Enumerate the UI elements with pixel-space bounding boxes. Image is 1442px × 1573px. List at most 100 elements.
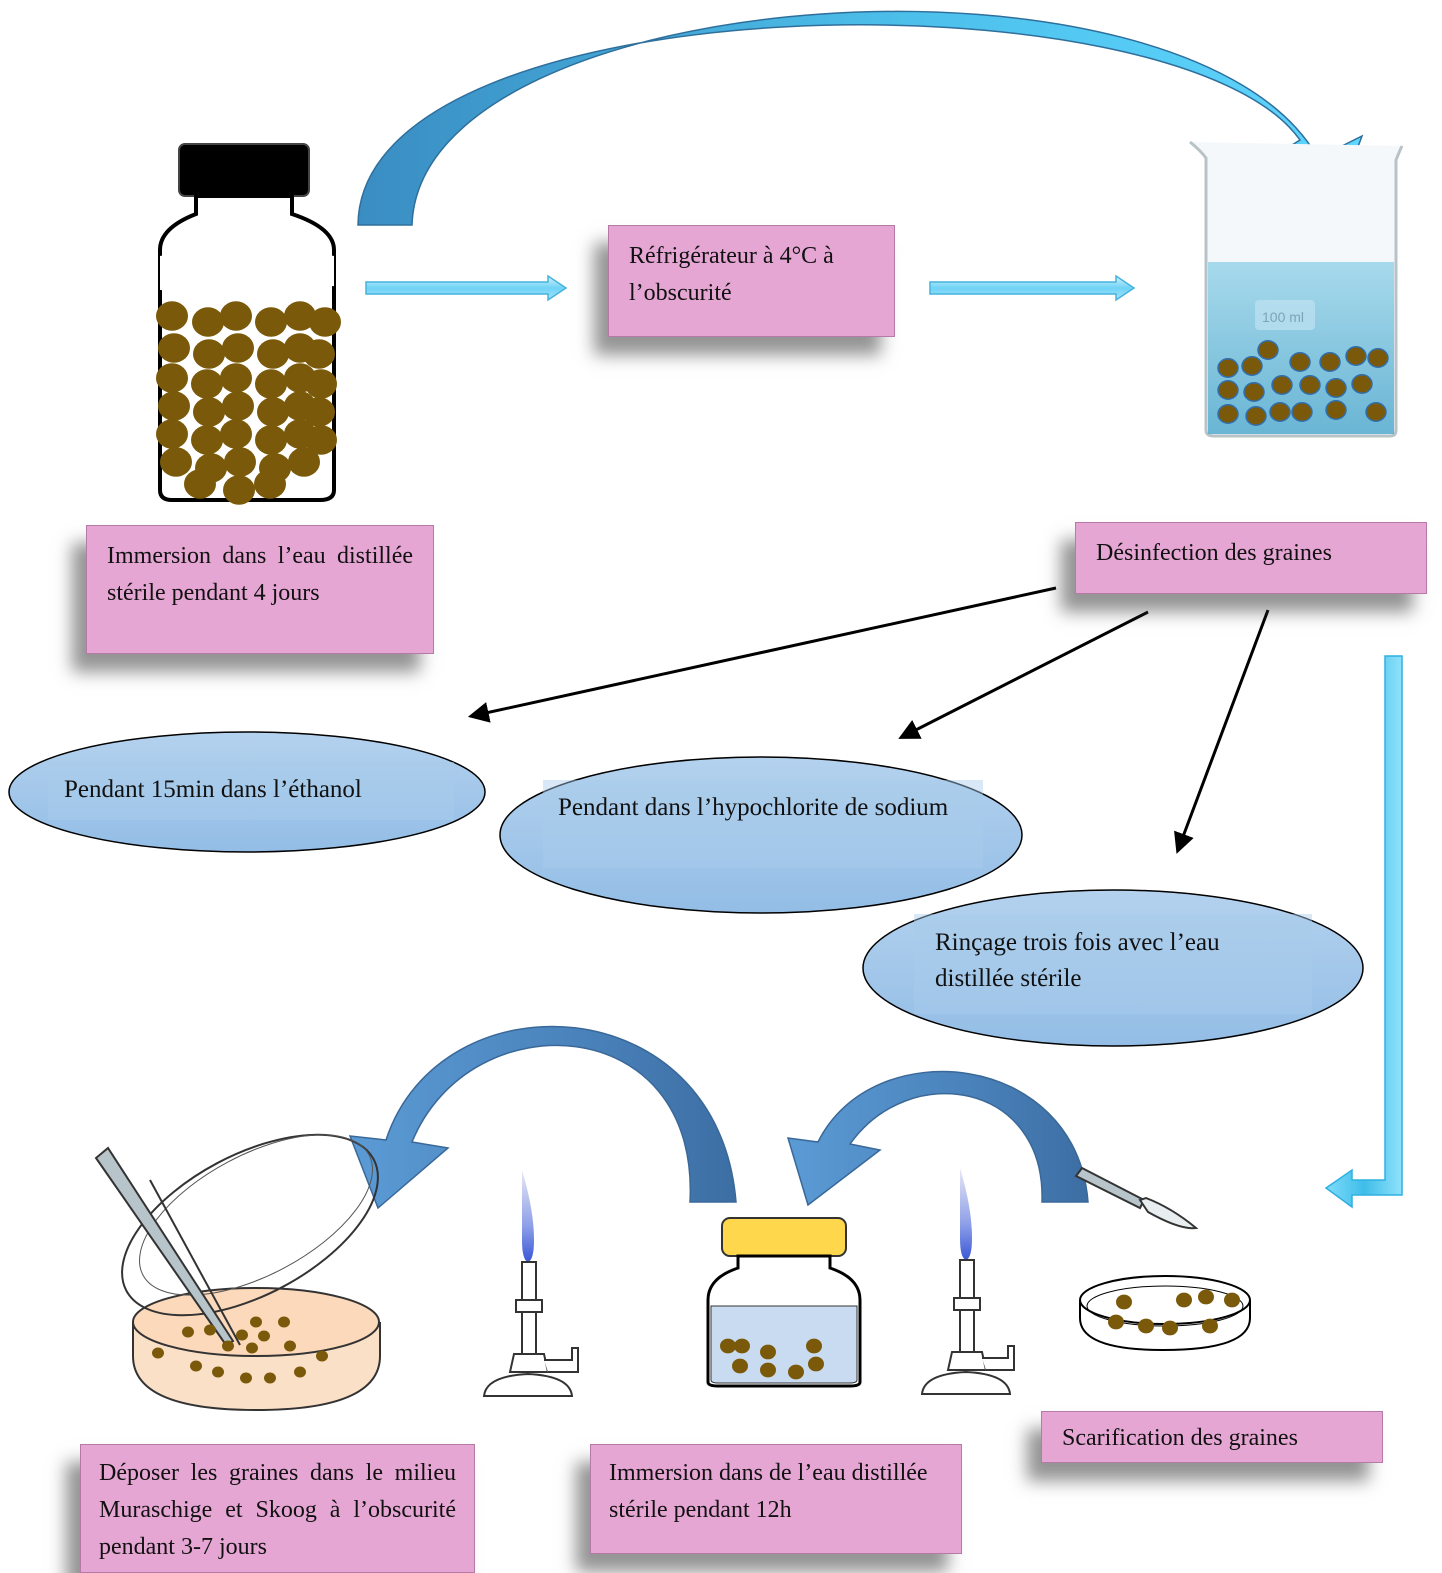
arrow-fridge-to-beaker [929, 274, 1136, 302]
seed [1365, 402, 1387, 422]
bunsen-burner-right [920, 1168, 1015, 1395]
seed [788, 1364, 804, 1380]
immersion-4days-box: Immersion dans l’eau distillée stérile p… [86, 525, 434, 654]
seed [1257, 340, 1279, 360]
seed [1243, 382, 1265, 402]
seed [1289, 352, 1311, 372]
seed [255, 425, 287, 455]
seed [255, 307, 287, 337]
seed [278, 1316, 290, 1328]
scalpel [1074, 1166, 1199, 1230]
seed [1345, 346, 1367, 366]
seed [1367, 348, 1389, 368]
hypochlorite-step-text: Pendant dans l’hypochlorite de sodium [558, 794, 949, 821]
seed [806, 1338, 822, 1354]
arrow-bottle-to-fridge [365, 274, 568, 302]
right-l-arrow [1324, 655, 1403, 1209]
seed [240, 1372, 252, 1384]
ethanol-step-text: Pendant 15min dans l’éthanol [64, 776, 362, 803]
seed [732, 1358, 748, 1374]
seed [1162, 1320, 1178, 1336]
seed [257, 339, 289, 369]
ellipse-ethanol [8, 731, 486, 853]
seed [1299, 375, 1321, 395]
seed [254, 469, 286, 499]
immersion-12h-box: Immersion dans de l’eau distillée stéril… [590, 1444, 962, 1554]
seed [760, 1344, 776, 1360]
seed [1269, 402, 1291, 422]
seed [303, 397, 335, 427]
seed [1245, 406, 1267, 426]
bottom-curved-arrow-right [786, 1070, 1089, 1207]
rinse-step-text: Rinçage trois fois avec l’eau distillée … [935, 929, 1220, 992]
seed [1271, 375, 1293, 395]
scarification-box: Scarification des graines [1041, 1411, 1383, 1463]
seed-bottle [156, 143, 341, 505]
seed [288, 447, 320, 477]
seed [193, 339, 225, 369]
seed [284, 1340, 296, 1352]
seed [220, 363, 252, 393]
seed [1217, 404, 1239, 424]
seed [264, 1372, 276, 1384]
seed [222, 391, 254, 421]
seed [156, 301, 188, 331]
fridge-box: Réfrigérateur à 4°C à l’obscurité [608, 225, 895, 337]
seed [1217, 380, 1239, 400]
seed [156, 419, 188, 449]
seed [305, 425, 337, 455]
disinfection-arrows [467, 586, 1270, 854]
seed [184, 469, 216, 499]
seed [1241, 356, 1263, 376]
beaker-volume-label: 100 ml [1262, 309, 1304, 325]
seed [257, 397, 289, 427]
seed [224, 447, 256, 477]
bunsen-burner-left [482, 1170, 579, 1397]
seed [250, 1316, 262, 1328]
seed [182, 1326, 194, 1338]
seed [316, 1350, 328, 1362]
seed [212, 1366, 224, 1378]
small-jar [706, 1217, 862, 1388]
seed [191, 425, 223, 455]
seed [255, 369, 287, 399]
seed [284, 301, 316, 331]
seed [160, 447, 192, 477]
seed [1319, 352, 1341, 372]
seed [222, 1340, 234, 1352]
seed [309, 307, 341, 337]
ellipse-rinse [862, 889, 1364, 1047]
seed [191, 369, 223, 399]
seed [1198, 1289, 1214, 1305]
petri-dish-medium [94, 1133, 381, 1412]
seed [734, 1338, 750, 1354]
disinfection-box: Désinfection des graines [1075, 522, 1427, 594]
seed [1108, 1314, 1124, 1330]
seed [246, 1342, 258, 1354]
ellipse-hypochlorite [499, 756, 1023, 914]
seed [1325, 378, 1347, 398]
seed [158, 391, 190, 421]
deposit-box: Déposer les graines dans le milieu Muras… [80, 1444, 475, 1573]
seed [190, 1360, 202, 1372]
seed [720, 1338, 736, 1354]
seed [152, 1347, 164, 1359]
beaker: 100 ml [1189, 140, 1404, 438]
bottom-curved-arrow-left [348, 1025, 737, 1210]
seed [760, 1362, 776, 1378]
seed [1351, 374, 1373, 394]
seed [808, 1356, 824, 1372]
seed [303, 339, 335, 369]
seed [204, 1324, 216, 1336]
seed [258, 1330, 270, 1342]
seed [1325, 400, 1347, 420]
seed [1217, 358, 1239, 378]
seed [156, 363, 188, 393]
seed [1116, 1294, 1132, 1310]
seed [220, 419, 252, 449]
seed [294, 1366, 306, 1378]
scarification-dish [1079, 1275, 1251, 1352]
seed [222, 333, 254, 363]
seed [223, 475, 255, 505]
